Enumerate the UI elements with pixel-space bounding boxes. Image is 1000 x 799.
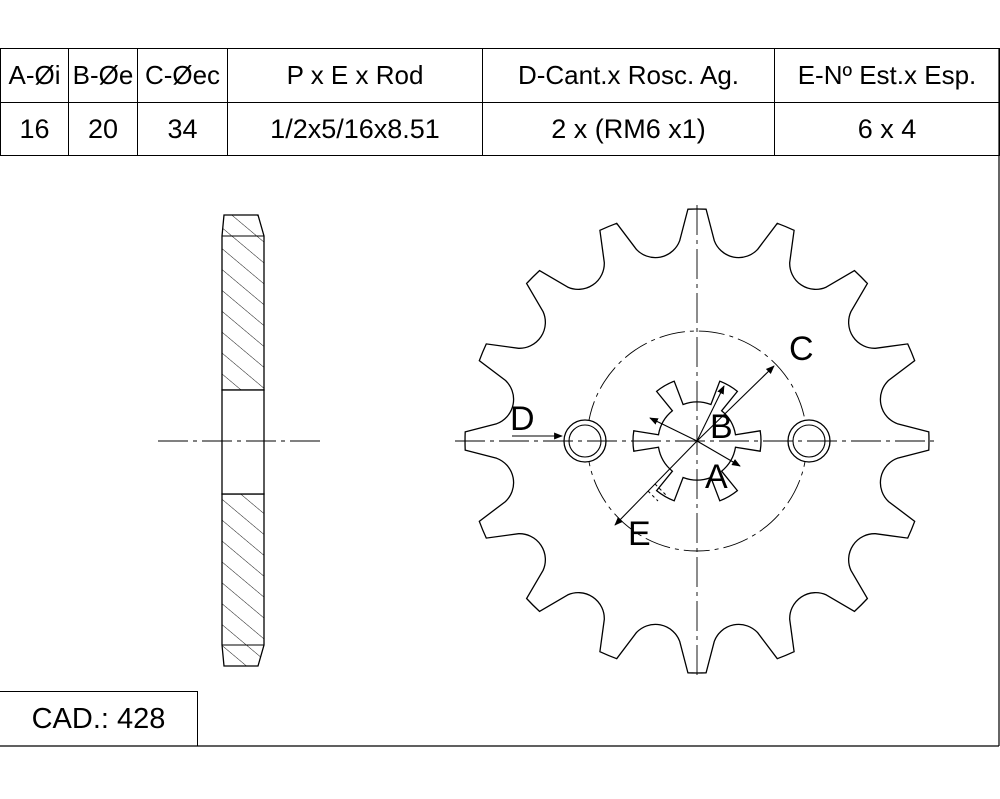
dimension-c-leader [696, 365, 775, 442]
label-c: C [789, 330, 814, 368]
value-d: 2 x (RM6 x1) [482, 102, 775, 156]
label-d: D [510, 400, 535, 438]
sprocket-front-view: C B A D E [455, 205, 935, 680]
dimension-a-leader [696, 440, 741, 467]
dimension-b-leader [696, 385, 725, 442]
section-bore [221, 389, 265, 495]
header-a: A-Øi [0, 48, 69, 103]
header-e: E-Nº Est.x Esp. [774, 48, 1000, 103]
spec-value-row: 16 20 34 1/2x5/16x8.51 2 x (RM6 x1) 6 x … [0, 102, 1000, 156]
dimension-b-leader-2 [649, 417, 698, 442]
value-a: 16 [0, 102, 69, 156]
label-e: E [628, 515, 651, 553]
spec-table: A-Øi B-Øe C-Øec P x E x Rod D-Cant.x Ros… [0, 48, 1000, 156]
section-upper-hatch [221, 214, 265, 391]
section-lower-hatch [221, 493, 265, 667]
value-c: 34 [137, 102, 228, 156]
side-section-view [158, 214, 325, 667]
cad-label: CAD.: 428 [0, 691, 198, 746]
header-c: C-Øec [137, 48, 228, 103]
value-e: 6 x 4 [774, 102, 1000, 156]
value-pitch: 1/2x5/16x8.51 [227, 102, 483, 156]
value-b: 20 [68, 102, 138, 156]
header-b: B-Øe [68, 48, 138, 103]
dimension-e-leader [614, 440, 698, 526]
label-a: A [705, 458, 728, 496]
label-b: B [710, 408, 733, 446]
